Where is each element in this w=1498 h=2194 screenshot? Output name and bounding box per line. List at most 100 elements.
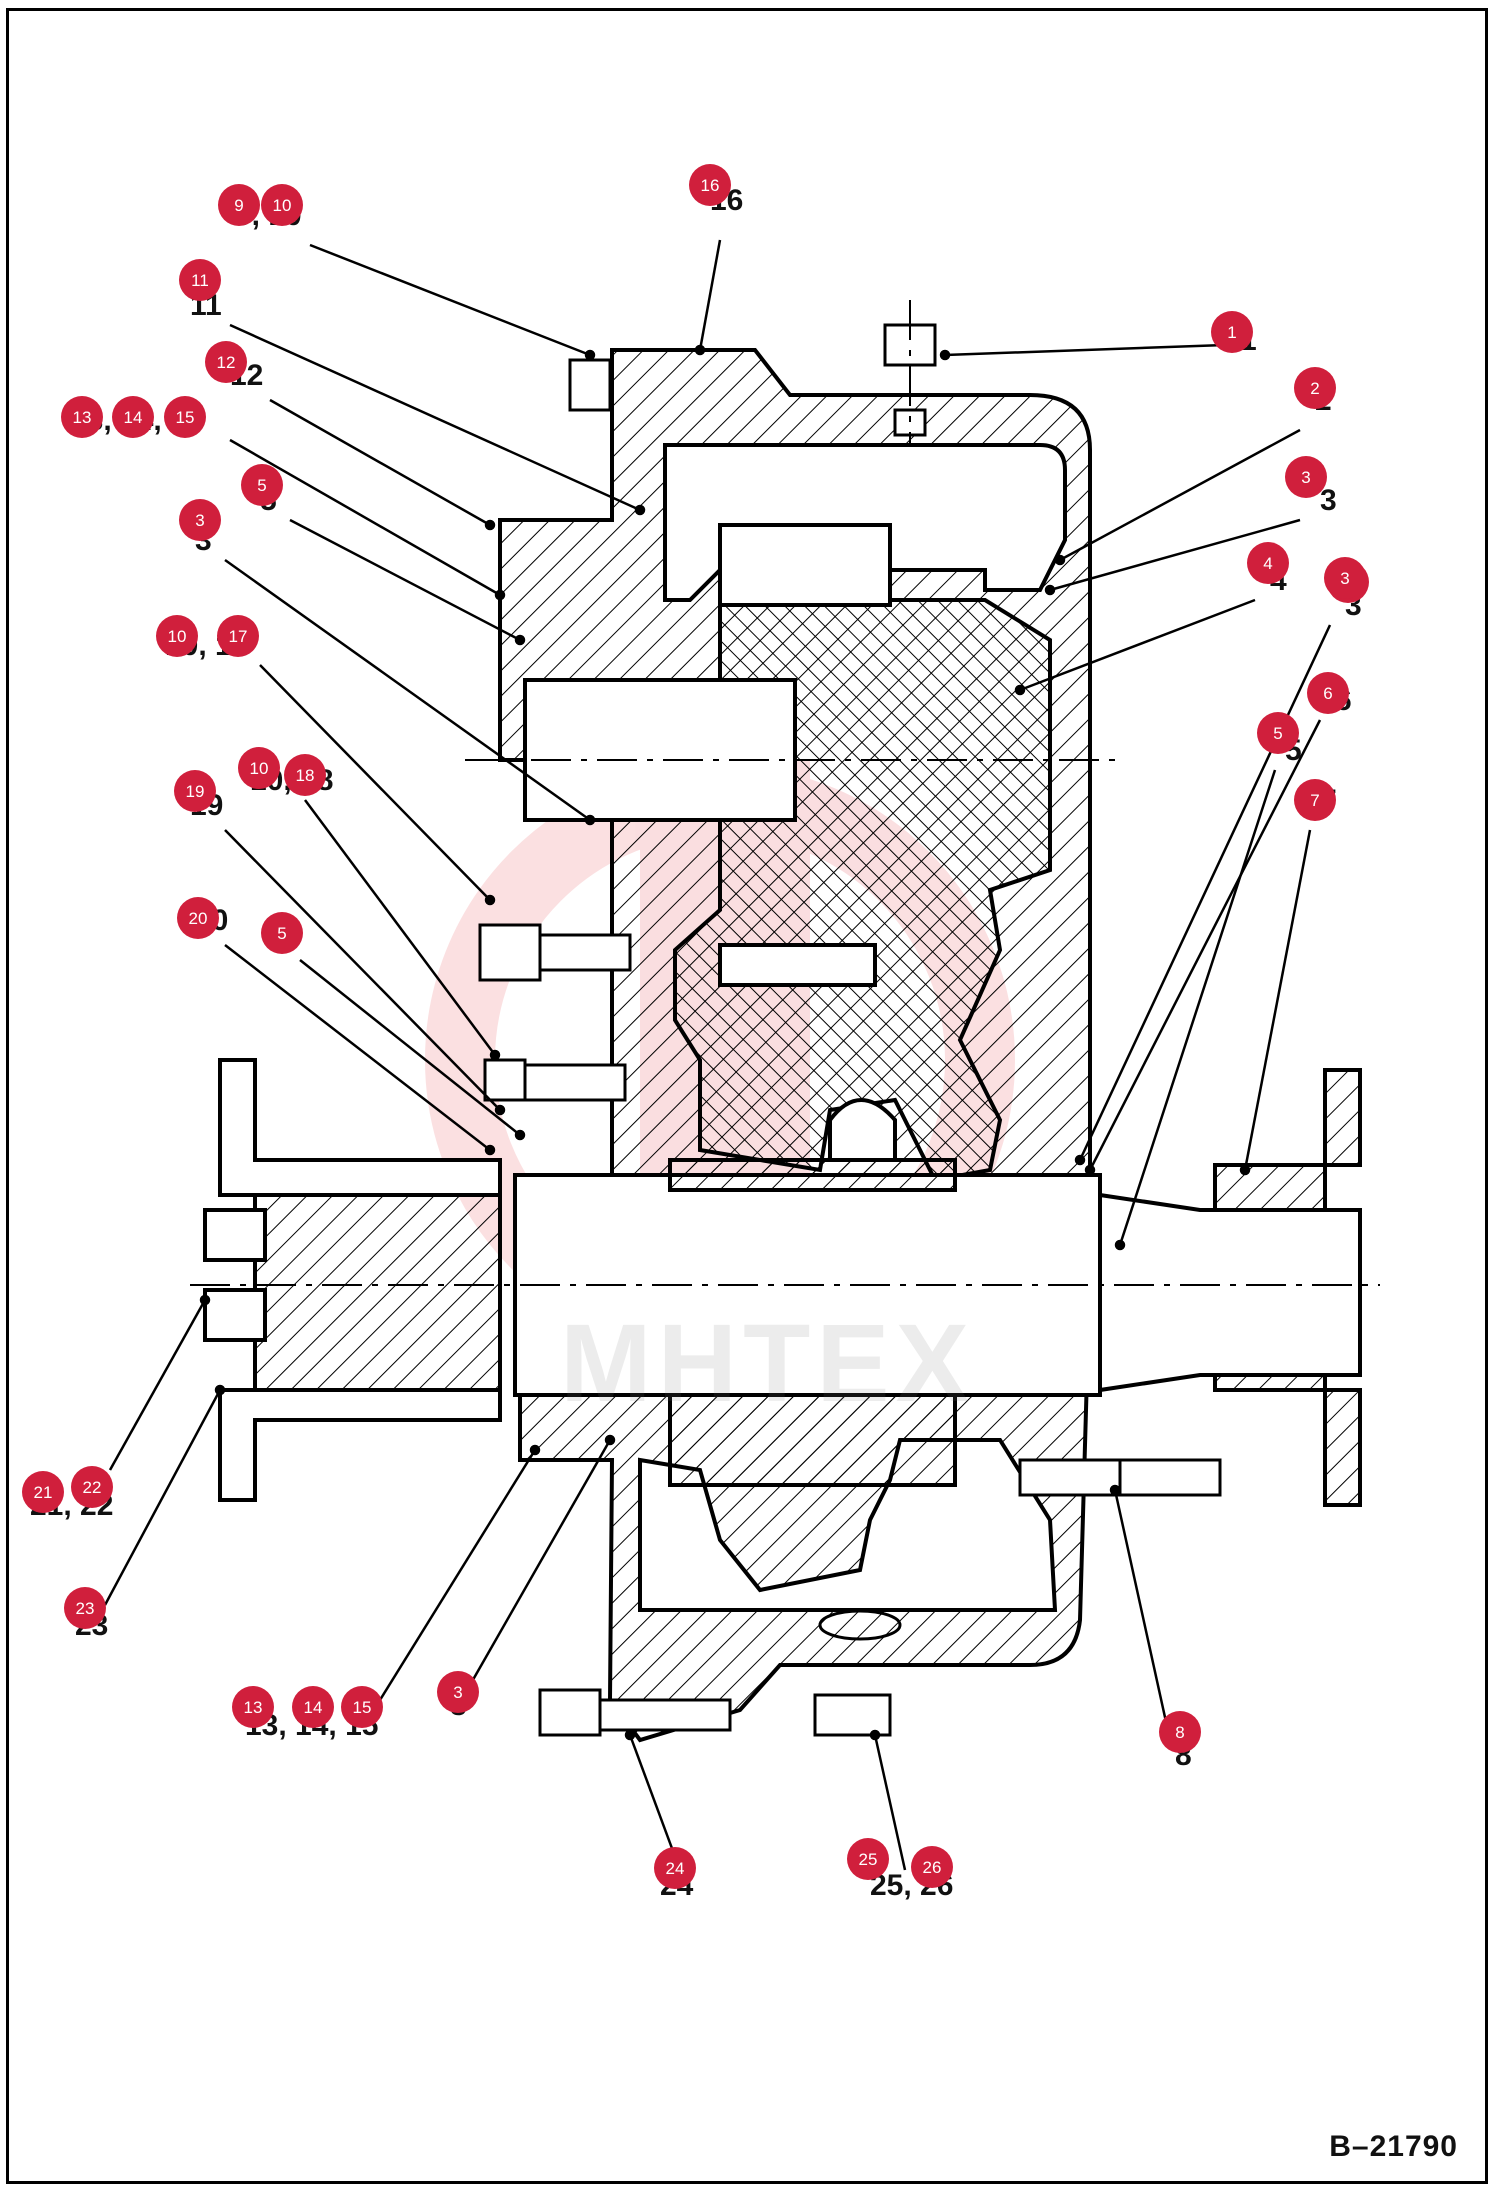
badge-label: 15 [176,408,195,427]
badge-6: 6 [1307,672,1349,714]
badge-22: 22 [71,1466,113,1508]
badge-label: 3 [1301,468,1310,487]
leader-dot-c10-17 [484,894,496,906]
badge-label: 3 [195,511,204,530]
badge-label: 24 [666,1859,685,1878]
badge-circle [847,1838,889,1880]
badge-label: 10 [250,759,269,778]
badge-circle [61,396,103,438]
leader-line-c10-17 [259,664,491,901]
leader-line-c3c [224,558,591,822]
badge-circle [179,499,221,541]
badge-5: 5 [261,912,303,954]
leader-dot-c9-10 [584,349,596,361]
badge-3: 3 [179,499,221,541]
badge-label: 5 [1273,724,1282,743]
leader-dot-c12 [484,519,496,531]
badge-label: 6 [1323,684,1332,703]
leader-line-c19 [224,829,501,1111]
badge-label: 12 [217,353,236,372]
badge-4: 4 [1247,542,1289,584]
leader-dot-c3e [604,1434,616,1446]
badge-label: 5 [257,476,266,495]
badge-14: 14 [112,396,154,438]
badge-label: 13 [73,408,92,427]
badge-circle [911,1846,953,1888]
badge-5: 5 [241,464,283,506]
leader-dot-c7 [1239,1164,1251,1176]
badge-circle [174,770,216,812]
badge-label: 14 [124,408,143,427]
badge-label: 15 [353,1698,372,1717]
leader-line-c21-22 [108,1299,207,1471]
leader-line-c12 [269,398,491,527]
badge-25: 25 [847,1838,889,1880]
leader-line-c7 [1243,829,1312,1171]
leader-dot-c3a [1044,584,1056,596]
leader-dot-c6 [1084,1164,1096,1176]
badge-label: 17 [229,627,248,646]
leader-line-c20 [224,944,491,1151]
intermediate-shaft [523,523,1052,1183]
badge-circle [205,341,247,383]
leader-dot-c13-15a [494,589,506,601]
badge-13: 13 [61,396,103,438]
leader-line-c3b [1078,624,1332,1161]
badge-label: 7 [1310,791,1319,810]
leader-line-c5c [299,959,521,1136]
left-flange [203,1058,502,1502]
leader-dot-c20 [484,1144,496,1156]
badge-circle [232,1686,274,1728]
badge-circle [1247,542,1289,584]
badge-label: 26 [923,1858,942,1877]
badge-circle [156,615,198,657]
badge-16: 16 [689,164,731,206]
leader-dot-c8 [1109,1484,1121,1496]
badge-7: 7 [1294,779,1336,821]
badge-10: 10 [156,615,198,657]
badge-label: 2 [1310,379,1319,398]
badge-3: 3 [1285,456,1327,498]
leader-line-c8 [1113,1489,1172,1741]
badge-label: 4 [1263,554,1272,573]
badge-label: 20 [189,909,208,928]
leader-line-c3a [1049,518,1301,592]
badge-21: 21 [22,1471,64,1513]
badge-label: 5 [277,924,286,943]
badge-circle [64,1587,106,1629]
badge-3: 3 [437,1671,479,1713]
badge-circle [654,1847,696,1889]
badge-circle [164,396,206,438]
badge-19: 19 [174,770,216,812]
badge-circle [341,1686,383,1728]
badge-label: 14 [304,1698,323,1717]
badge-circle [241,464,283,506]
leader-dot-c5a [1114,1239,1126,1251]
badge-label: 13 [244,1698,263,1717]
badge-circle [261,912,303,954]
leader-line-c1 [944,343,1226,357]
badge-circle [179,259,221,301]
right-flange [1213,1068,1362,1507]
badge-8: 8 [1159,1711,1201,1753]
badge-circle [1285,456,1327,498]
badge-circle [1211,311,1253,353]
leader-line-c6 [1088,719,1322,1171]
badge-9: 9 [218,184,260,226]
badge-15: 15 [341,1686,383,1728]
bolts [478,323,1222,1737]
badge-label: 18 [296,766,315,785]
leader-line-c11 [229,323,641,512]
badge-label: 25 [859,1850,878,1869]
leader-dot-c5b [514,634,526,646]
leader-dot-c23 [214,1384,226,1396]
badge-label: 22 [83,1478,102,1497]
leader-line-c13-15a [229,438,501,597]
leader-line-c4 [1019,598,1256,692]
badge-label: 23 [76,1599,95,1618]
badge-circle [1294,367,1336,409]
badge-circle [217,615,259,657]
leader-dot-c13-15b [529,1444,541,1456]
badge-18: 18 [284,754,326,796]
